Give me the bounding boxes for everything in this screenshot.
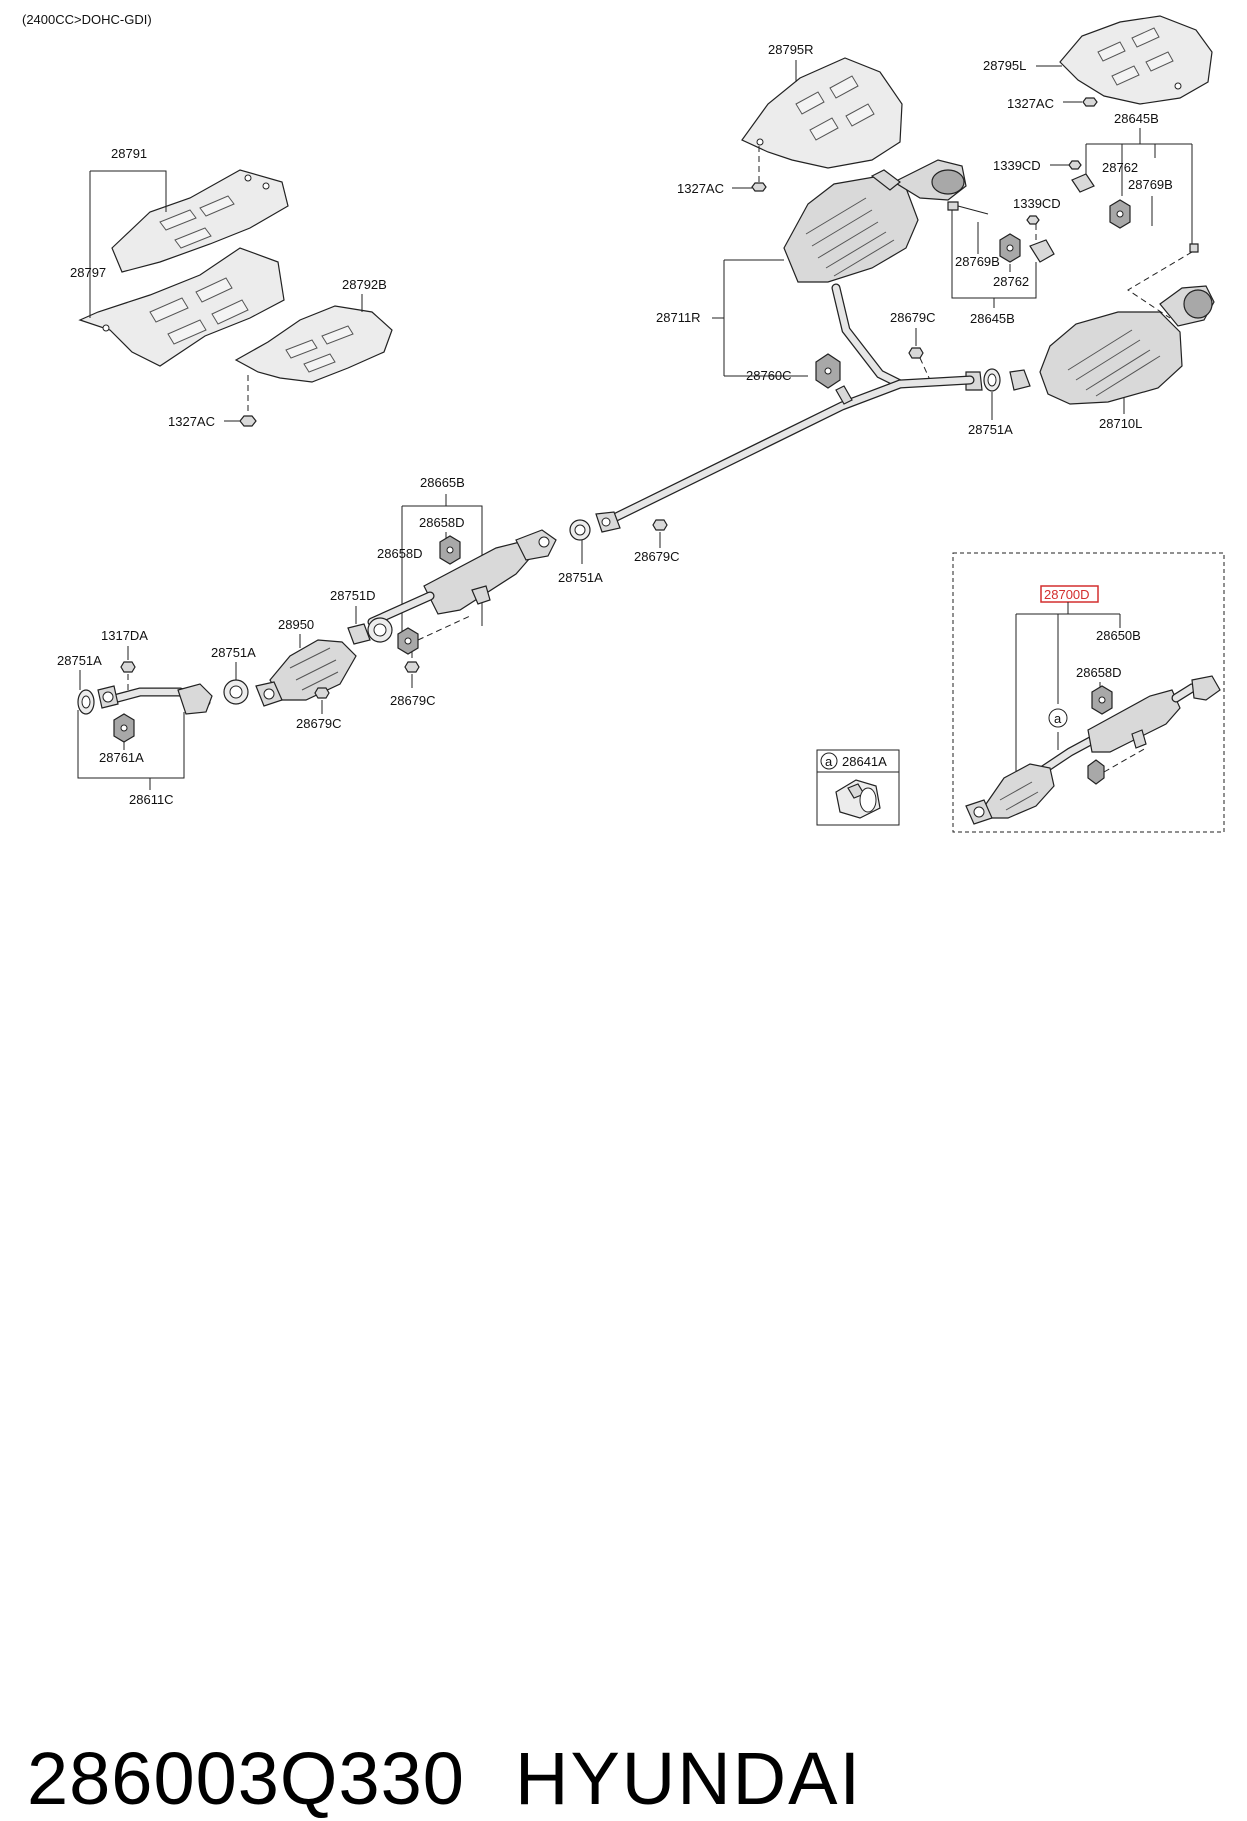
rubber-hanger-28658D-b[interactable] [397, 627, 419, 655]
rubber-hanger-28658D-a[interactable] [439, 535, 461, 565]
label-1317DA: 1317DA [101, 628, 148, 643]
inset-a-label: a [825, 754, 833, 769]
label-28950: 28950 [278, 617, 314, 632]
rubber-hanger-28761A[interactable] [113, 713, 135, 743]
catalytic-converter-28950[interactable] [255, 639, 357, 707]
nut-1339CD-b[interactable] [1026, 215, 1040, 225]
rubber-hanger-top[interactable] [1109, 199, 1131, 229]
label-28751A-mid: 28751A [211, 645, 256, 660]
rubber-hanger-inset-b[interactable] [1087, 759, 1105, 785]
rear-muffler-28710L[interactable] [1039, 285, 1215, 405]
center-pipe-hanger[interactable] [835, 385, 853, 405]
nut-28679C-low[interactable] [404, 661, 420, 673]
label-28641A: 28641A [842, 754, 887, 769]
label-1339CD-a: 1339CD [993, 158, 1041, 173]
label-1339CD-b: 1339CD [1013, 196, 1061, 211]
label-28760C: 28760C [746, 368, 792, 383]
heat-shield-28795L[interactable] [1059, 15, 1213, 105]
nut-28679C-top[interactable] [908, 347, 924, 359]
label-28791: 28791 [111, 146, 147, 161]
label-28762-top: 28762 [1102, 160, 1138, 175]
gasket-28751A-left[interactable] [77, 689, 95, 715]
nut-28679C-mid[interactable] [314, 687, 330, 699]
bolt-top[interactable] [1189, 243, 1199, 253]
label-28761A: 28761A [99, 750, 144, 765]
label-28795R: 28795R [768, 42, 814, 57]
label-28751D: 28751D [330, 588, 376, 603]
label-28658D-inset: 28658D [1076, 665, 1122, 680]
label-28797: 28797 [70, 265, 106, 280]
nut-1327AC-mid[interactable] [751, 182, 767, 192]
heat-shield-28795R[interactable] [741, 57, 903, 169]
label-28679C-mid: 28679C [296, 716, 342, 731]
label-28679C-low: 28679C [390, 693, 436, 708]
label-28792B: 28792B [342, 277, 387, 292]
label-28645B-top: 28645B [1114, 111, 1159, 126]
label-28611C: 28611C [129, 792, 174, 807]
bolt-1317DA[interactable] [120, 661, 136, 673]
label-28658D-b: 28658D [377, 546, 423, 561]
inset-clamp-box: a 28641A [816, 749, 900, 826]
gasket-28751D[interactable] [367, 617, 393, 643]
heat-protector-28791[interactable] [111, 169, 289, 273]
engine-note: (2400CC>DOHC-GDI) [22, 12, 152, 27]
label-1327AC-right: 1327AC [1007, 96, 1054, 111]
inset-fed14-box: 28700D 28650B 28658D a [952, 552, 1225, 833]
brand-name: HYUNDAI [515, 1737, 863, 1820]
footer: 286003Q330 HYUNDAI [0, 850, 1247, 1820]
label-28658D-a: 28658D [419, 515, 465, 530]
inset-a-marker: a [1054, 711, 1062, 726]
bolt-28769B-mid[interactable] [947, 201, 989, 215]
converter-assembly-28700D[interactable] [965, 675, 1221, 825]
rubber-hanger-inset-a[interactable] [1091, 685, 1113, 715]
gasket-28751A-center[interactable] [569, 519, 591, 541]
rubber-hanger-28760C[interactable] [815, 353, 841, 389]
clamp-28641A[interactable] [835, 779, 881, 819]
highlight-box [1040, 585, 1099, 603]
label-28762-mid: 28762 [993, 274, 1029, 289]
nut-1327AC-left[interactable] [239, 415, 257, 427]
label-28679C-center: 28679C [634, 549, 680, 564]
label-28751A-right: 28751A [968, 422, 1013, 437]
front-pipe-28611C[interactable] [97, 683, 213, 715]
label-28711R: 28711R [656, 310, 701, 325]
label-28645B-mid: 28645B [970, 311, 1015, 326]
front-muffler-28665B[interactable] [423, 529, 557, 615]
bracket-28762-top[interactable] [1071, 173, 1095, 193]
flange-28751D[interactable] [347, 623, 371, 645]
label-1327AC-left: 1327AC [168, 414, 215, 429]
heat-protector-28792B[interactable] [234, 305, 393, 383]
label-28700D[interactable]: 28700D [1044, 587, 1090, 602]
exhaust-parts-diagram: (2400CC>DOHC-GDI) 28791 28797 28792B 132… [22, 12, 1225, 833]
rear-muffler-28711R[interactable] [783, 159, 967, 283]
gasket-28751A-right[interactable] [983, 368, 1001, 392]
gasket-28751A-mid[interactable] [223, 679, 249, 705]
label-1327AC-mid: 1327AC [677, 181, 724, 196]
heat-protector-28797[interactable] [78, 247, 285, 367]
label-28769B-top: 28769B [1128, 177, 1173, 192]
rubber-hanger-mid[interactable] [999, 233, 1021, 263]
label-28795L: 28795L [983, 58, 1026, 73]
label-28650B: 28650B [1096, 628, 1141, 643]
center-pipe-flange[interactable] [595, 511, 621, 533]
label-28751A-left: 28751A [57, 653, 102, 668]
label-28769B-mid: 28769B [955, 254, 1000, 269]
nut-1327AC-right[interactable] [1082, 97, 1098, 107]
bracket-28762-mid[interactable] [1029, 239, 1055, 263]
label-28679C-top: 28679C [890, 310, 936, 325]
nut-1339CD-a[interactable] [1068, 160, 1082, 170]
label-28710L: 28710L [1099, 416, 1142, 431]
label-28665B: 28665B [420, 475, 465, 490]
nut-28679C-center[interactable] [652, 519, 668, 531]
label-28751A-center: 28751A [558, 570, 603, 585]
part-number: 286003Q330 [27, 1737, 465, 1820]
